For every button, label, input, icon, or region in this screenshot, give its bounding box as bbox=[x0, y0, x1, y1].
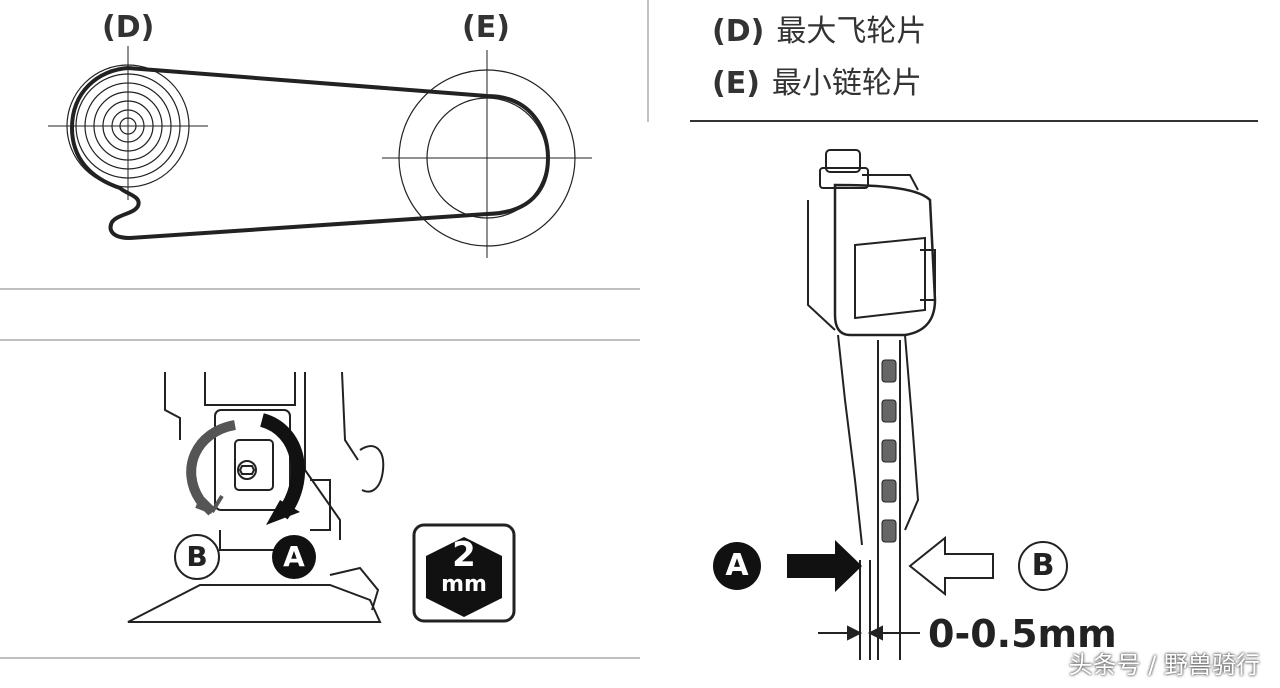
small-chainring bbox=[382, 50, 592, 258]
derailleur-adjust-drawing bbox=[127, 371, 385, 623]
hex-icon bbox=[426, 537, 502, 617]
legend-code-e: (E) bbox=[712, 66, 760, 101]
label-a-left: A bbox=[283, 540, 305, 573]
rotate-arrow-a bbox=[259, 413, 305, 520]
legend-text-e: 最小链轮片 bbox=[771, 66, 922, 101]
legend-item-e: (E) 最小链轮片 bbox=[712, 58, 922, 102]
clearance-value: 0-0.5mm bbox=[928, 612, 1117, 656]
legend-item-d: (D) 最大飞轮片 bbox=[712, 6, 926, 50]
chain-links bbox=[881, 359, 897, 543]
label-b-left: B bbox=[186, 540, 208, 573]
label-b-circle-left bbox=[174, 534, 220, 580]
chain-loop bbox=[69, 65, 551, 241]
push-arrow-b bbox=[908, 535, 994, 597]
tool-size-unit: mm bbox=[441, 572, 487, 597]
push-arrow-a bbox=[787, 540, 862, 592]
front-derailleur-drawing bbox=[807, 149, 937, 660]
label-d-top: (D) bbox=[102, 10, 155, 45]
rotate-arrow-b bbox=[186, 420, 237, 516]
label-a-right: A bbox=[725, 548, 749, 583]
label-a-circle-left bbox=[272, 535, 316, 579]
label-b-circle-right bbox=[1018, 541, 1068, 591]
label-a-circle-right bbox=[713, 542, 761, 590]
rotate-arrow-a-head bbox=[266, 500, 300, 525]
rotate-arrow-b-outline bbox=[195, 494, 224, 514]
tool-size-value: 2 bbox=[452, 535, 476, 575]
legend-text-d: 最大飞轮片 bbox=[776, 14, 927, 49]
label-b-right: B bbox=[1031, 548, 1055, 583]
label-e-top: (E) bbox=[462, 10, 510, 45]
legend-code-d: (D) bbox=[712, 14, 765, 49]
clearance-dimension bbox=[818, 625, 920, 641]
cassette-large-cog bbox=[48, 46, 208, 200]
watermark: 头条号 / 野兽骑行 bbox=[1068, 651, 1260, 679]
